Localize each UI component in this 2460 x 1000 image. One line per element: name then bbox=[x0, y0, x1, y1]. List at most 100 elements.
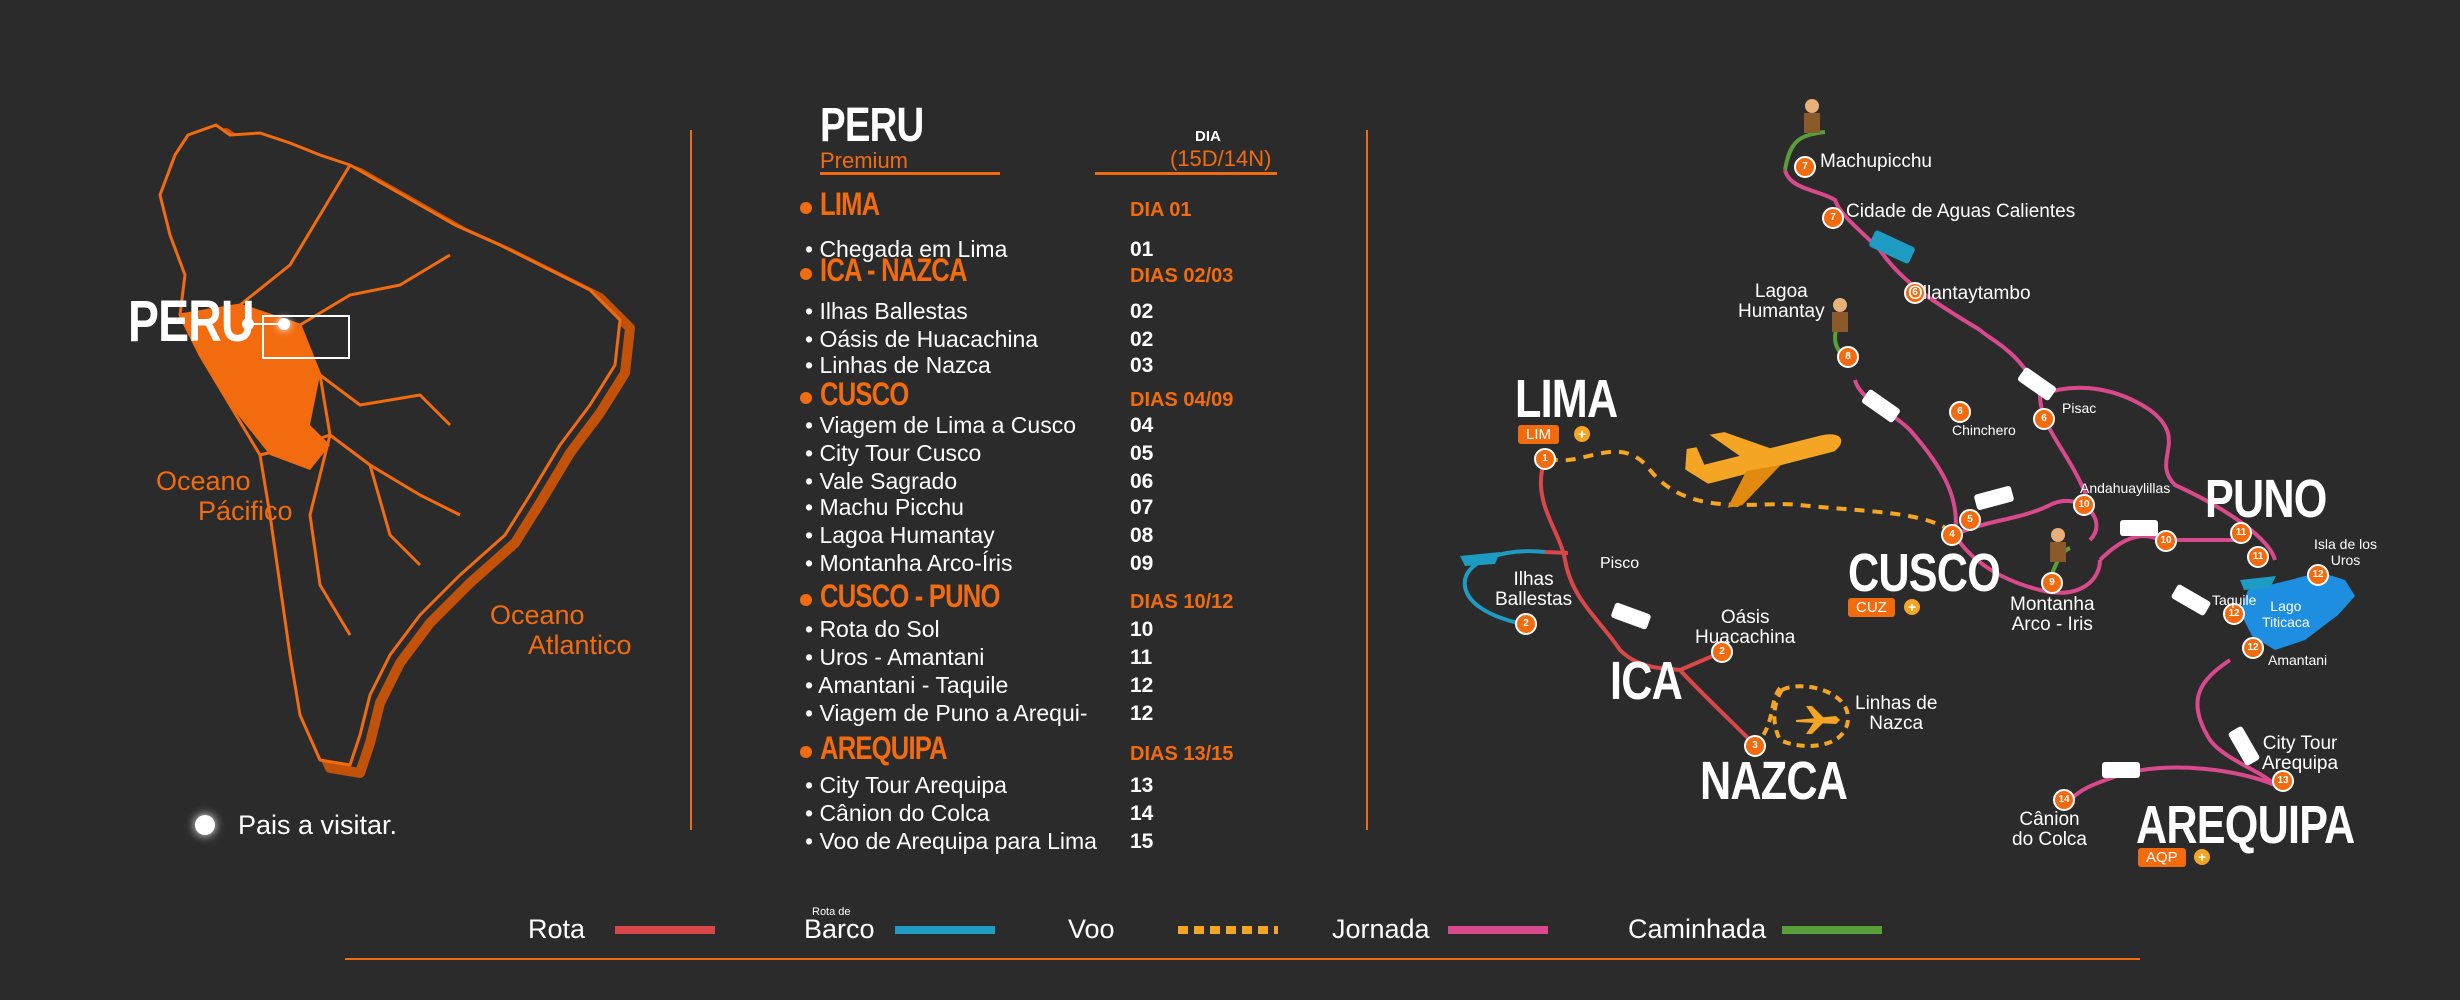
section-bullet-icon bbox=[800, 202, 812, 214]
city-lima: LIMA bbox=[1515, 369, 1618, 429]
route-marker: 6 bbox=[2033, 408, 2055, 430]
plus-arequipa: + bbox=[2194, 849, 2210, 865]
section-days: DIA 01 bbox=[1130, 199, 1192, 221]
place-city-tour-2: Arequipa bbox=[2262, 753, 2339, 774]
place-uros: Isla de los Uros bbox=[2314, 536, 2377, 568]
city-puno: PUNO bbox=[2205, 469, 2327, 529]
itinerary-item-day: 15 bbox=[1130, 830, 1154, 853]
city-arequipa: AREQUIPA bbox=[2136, 795, 2355, 855]
code-cusco: CUZ bbox=[1848, 598, 1895, 617]
itinerary-item: • Chegada em Lima bbox=[805, 236, 1008, 262]
legend-line-rota bbox=[615, 926, 715, 934]
legend-barco-small: Rota de bbox=[812, 906, 851, 918]
place-uros-1: Isla de los bbox=[2314, 536, 2378, 552]
place-ballestas-2: Ballestas bbox=[1495, 589, 1573, 610]
itinerary-item-day: 08 bbox=[1130, 524, 1154, 547]
place-nazca-lines-1: Linhas de bbox=[1855, 693, 1938, 714]
day-header: (15D/14N) bbox=[1170, 146, 1272, 171]
itinerary-item: • City Tour Arequipa bbox=[805, 772, 1007, 798]
day-header-small: DIA bbox=[1195, 128, 1221, 145]
route-marker: 12 bbox=[2307, 564, 2329, 586]
boat-icon bbox=[2240, 576, 2276, 590]
place-ballestas-1: Ilhas bbox=[1513, 569, 1554, 590]
route-marker: 7 bbox=[1794, 156, 1816, 178]
section-bullet-icon bbox=[800, 392, 812, 404]
bus-icon bbox=[1862, 389, 1900, 423]
day-header-underline bbox=[1095, 172, 1277, 175]
route-marker: 13 bbox=[2272, 770, 2294, 792]
bus-icon bbox=[2171, 584, 2211, 616]
legend-jornada: Jornada bbox=[1332, 914, 1430, 944]
route-marker: 12 bbox=[2242, 637, 2264, 659]
section-bullet-icon bbox=[800, 594, 812, 606]
country-label-peru: PERU bbox=[128, 289, 255, 354]
place-humantay-2: Humantay bbox=[1738, 301, 1825, 322]
itinerary-item-day: 11 bbox=[1130, 646, 1153, 669]
itinerary-item: • Rota do Sol bbox=[805, 616, 940, 642]
city-cusco: CUSCO bbox=[1848, 543, 2001, 603]
place-humantay: Lagoa Humantay bbox=[1738, 282, 1825, 322]
itinerary-item: • Ilhas Ballestas bbox=[805, 298, 968, 324]
itinerary-item: • Viagem de Lima a Cusco bbox=[805, 412, 1076, 438]
itinerary-item: • Montanha Arco-Íris bbox=[805, 550, 1013, 576]
place-huacachina-2: Huacachina bbox=[1695, 627, 1796, 648]
ocean-pacific-line1: Oceano bbox=[156, 466, 251, 496]
place-arco-iris-2: Arco - Iris bbox=[2011, 614, 2093, 635]
place-ballestas: Ilhas Ballestas bbox=[1495, 570, 1572, 610]
itinerary-item: • Uros - Amantani bbox=[805, 644, 985, 670]
itinerary-item: • Viagem de Puno a Arequi- bbox=[805, 700, 1088, 726]
itinerary-item-day: 01 bbox=[1130, 238, 1154, 261]
legend-voo: Voo bbox=[1068, 914, 1115, 944]
itinerary-item-day: 07 bbox=[1130, 496, 1154, 519]
section-days: DIAS 02/03 bbox=[1130, 265, 1234, 287]
place-colca-2: do Colca bbox=[2012, 829, 2087, 850]
itinerary-item: • City Tour Cusco bbox=[805, 440, 982, 466]
code-arequipa: AQP bbox=[2138, 848, 2186, 867]
itinerary-subtitle: Premium bbox=[820, 148, 909, 173]
section-title: AREQUIPA bbox=[820, 730, 948, 766]
place-arco-iris: Montanha Arco - Iris bbox=[2010, 595, 2095, 635]
ocean-atlantic-line2: Atlantico bbox=[528, 630, 632, 660]
place-pisco: Pisco bbox=[1600, 555, 1640, 572]
place-chinchero: Chinchero bbox=[1952, 422, 2016, 438]
section-days: DIAS 04/09 bbox=[1130, 389, 1234, 411]
route-marker: 5 bbox=[1959, 509, 1981, 531]
airplane-icon bbox=[1685, 432, 1842, 508]
legend-line-caminhada bbox=[1782, 926, 1882, 934]
route-marker: 11 bbox=[2230, 522, 2252, 544]
legend-line-jornada bbox=[1448, 926, 1548, 934]
bus-icon bbox=[2102, 762, 2140, 778]
itinerary-item-day: 05 bbox=[1130, 442, 1154, 465]
bus-icon bbox=[2228, 726, 2260, 766]
place-machupicchu: Machupicchu bbox=[1820, 151, 1932, 172]
place-ollantaytambo: Ollantaytambo bbox=[1908, 283, 2031, 304]
itinerary-item: • Linhas de Nazca bbox=[805, 352, 991, 378]
itinerary-item-day: 12 bbox=[1130, 702, 1154, 725]
place-colca-1: Cânion bbox=[2019, 809, 2080, 830]
section-bullet-icon bbox=[800, 268, 812, 280]
place-arco-iris-1: Montanha bbox=[2010, 594, 2095, 615]
section-title: LIMA bbox=[820, 186, 880, 222]
itinerary-item: • Lagoa Humantay bbox=[805, 522, 995, 548]
place-nazca-lines-2: Nazca bbox=[1869, 713, 1924, 734]
place-aguas-calientes: Cidade de Aguas Calientes bbox=[1846, 201, 2076, 222]
route-marker: 8 bbox=[1837, 346, 1859, 368]
legend-barco: Barco bbox=[804, 914, 875, 944]
legend-caminhada: Caminhada bbox=[1628, 914, 1767, 944]
peru-marker-dot-2 bbox=[278, 318, 290, 330]
peru-highlight bbox=[180, 305, 330, 470]
legend-line-barco bbox=[895, 926, 995, 934]
itinerary-item-day: 06 bbox=[1130, 470, 1154, 493]
place-andahuaylillas: Andahuaylillas bbox=[2080, 480, 2171, 496]
place-amantani: Amantani bbox=[2268, 652, 2328, 668]
route-road-coast bbox=[1538, 459, 1757, 747]
city-ica: ICA bbox=[1610, 651, 1683, 711]
route-marker: 2 bbox=[1515, 613, 1537, 635]
bus-icon bbox=[1611, 602, 1651, 630]
place-colca: Cânion do Colca bbox=[2012, 810, 2087, 850]
divider-left bbox=[690, 130, 692, 830]
ocean-atlantic-label: Oceano Atlantico bbox=[490, 600, 632, 660]
hiker-icon bbox=[1804, 99, 1820, 133]
route-marker: 9 bbox=[2041, 572, 2063, 594]
legend-country-visit: Pais a visitar. bbox=[238, 810, 398, 840]
